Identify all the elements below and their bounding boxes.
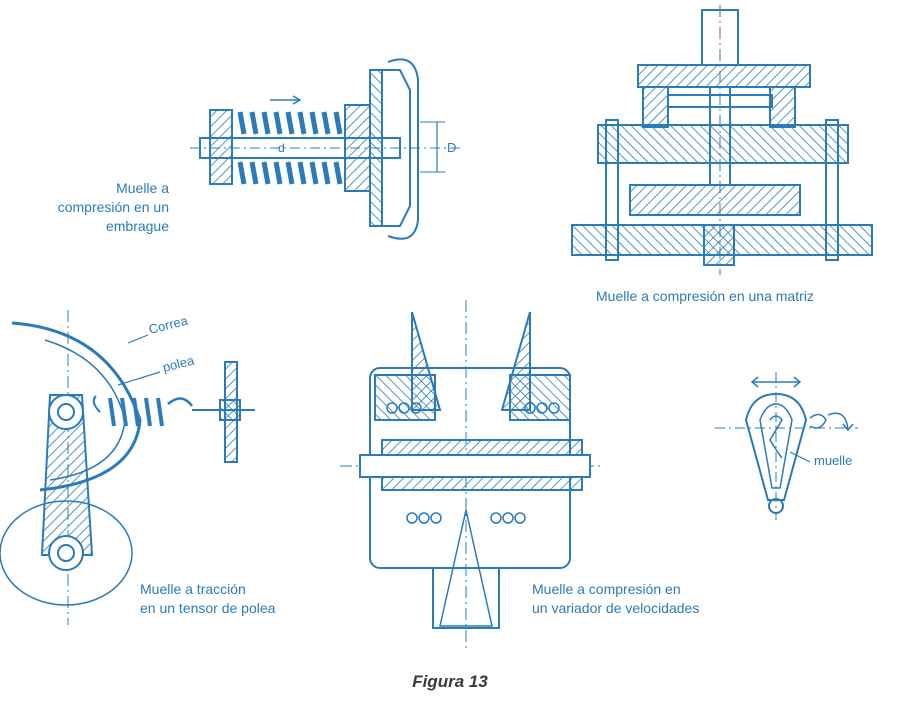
variator-caption: Muelle a compresión en un variador de ve… <box>532 580 699 618</box>
pulley-tensioner-drawing <box>0 310 255 625</box>
die-caption: Muelle a compresión en una matriz <box>596 288 814 304</box>
variator-caption-line: un variador de velocidades <box>532 600 700 616</box>
variator-caption-line: Muelle a compresión en <box>532 581 681 597</box>
clutch-caption: Muelle a compresión en un embrague <box>58 179 169 236</box>
pulley-caption-line: en un tensor de polea <box>140 600 276 616</box>
clutch-caption-line: Muelle a <box>116 180 169 196</box>
die-drawing <box>571 5 873 275</box>
pulley-label-correa: Correa <box>147 313 190 337</box>
pulley-label-polea: polea <box>161 352 196 374</box>
clutch-spring-drawing <box>190 58 460 240</box>
clutch-dim-d: d <box>278 141 285 155</box>
pulley-caption-line: Muelle a tracción <box>140 581 246 597</box>
clip-spring-drawing <box>715 372 858 520</box>
speed-variator-drawing <box>340 300 600 652</box>
clutch-spring-coils <box>237 111 343 185</box>
figure-caption: Figura 13 <box>412 672 488 691</box>
clip-label-muelle: muelle <box>814 453 853 468</box>
clutch-caption-line: compresión en un <box>57 199 169 215</box>
clutch-caption-line: embrague <box>105 218 169 234</box>
clutch-dim-D: D <box>447 140 456 155</box>
pulley-caption: Muelle a tracción en un tensor de polea <box>140 580 275 618</box>
